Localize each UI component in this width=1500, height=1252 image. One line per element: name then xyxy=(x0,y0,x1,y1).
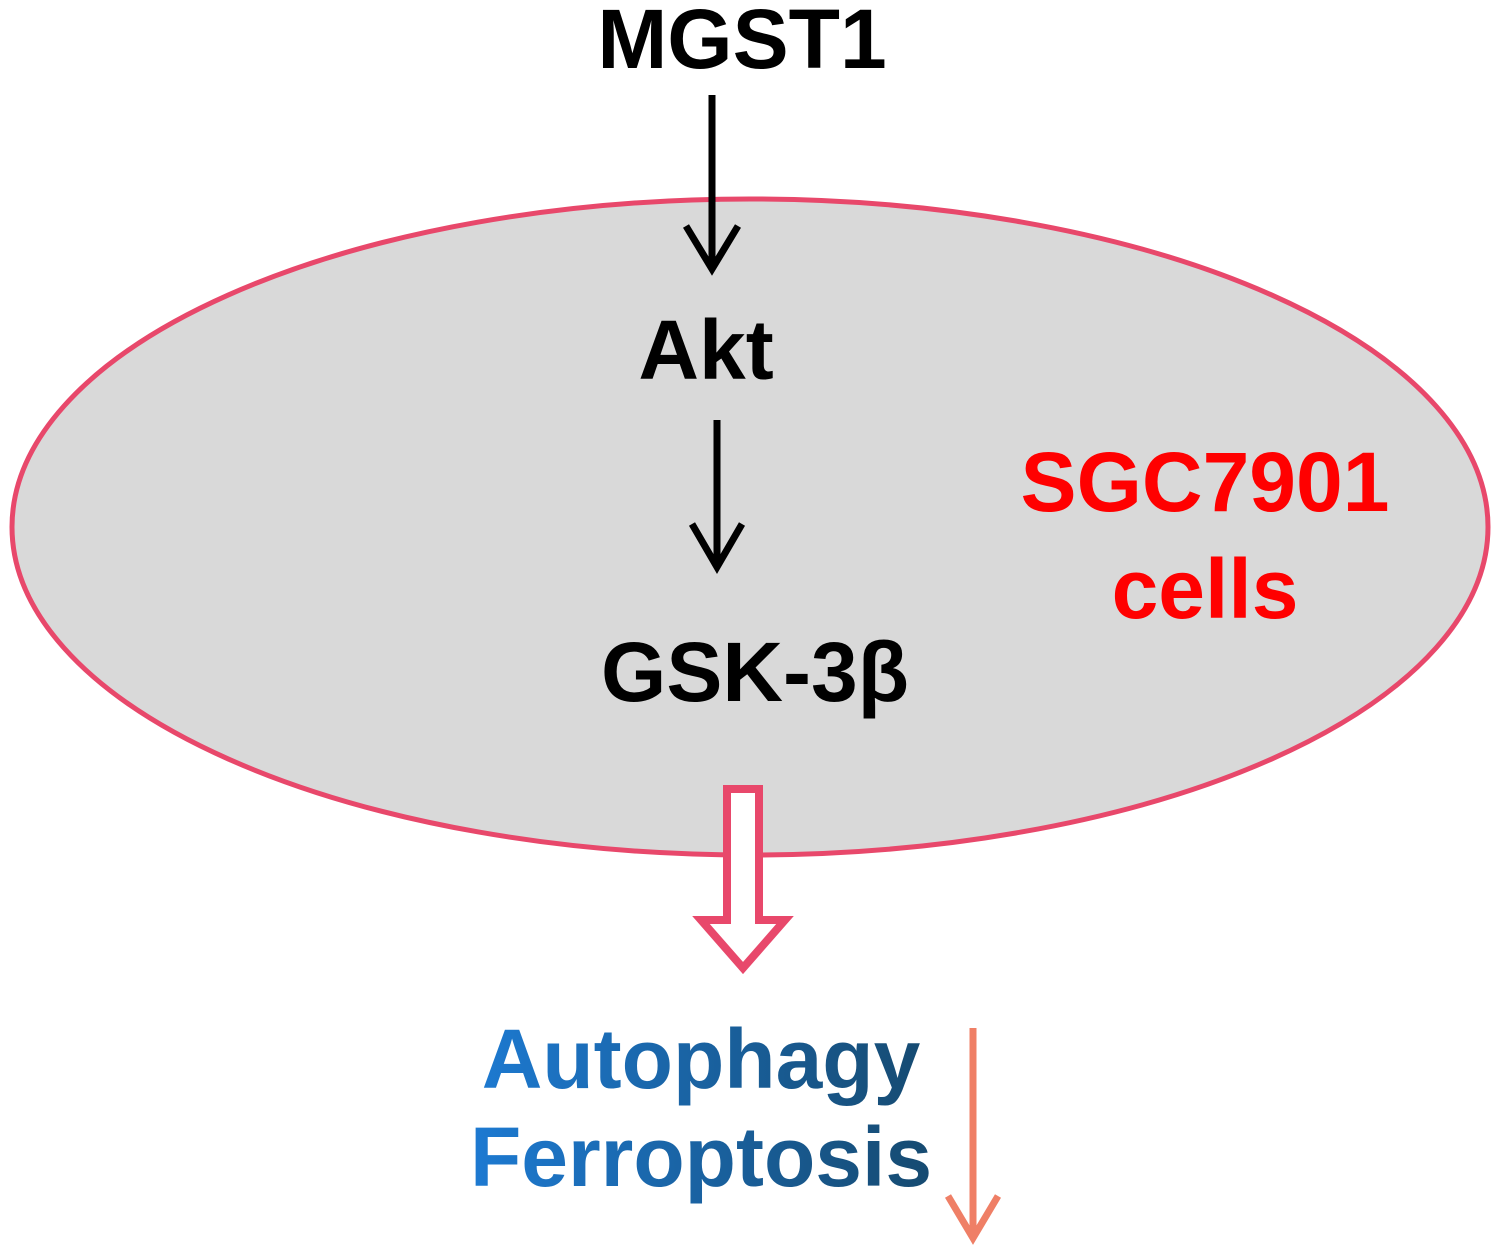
arrow-head xyxy=(944,1194,1002,1245)
block-arrow-gsk3b-to-outcomes-icon xyxy=(692,785,794,975)
outcome-autophagy: Autophagy xyxy=(481,1012,921,1106)
cell-name-label: SGC7901 cells xyxy=(1021,429,1390,643)
node-gsk3b: GSK-3β xyxy=(601,625,909,719)
cell-name-line2: cells xyxy=(1111,542,1299,636)
arrow-head xyxy=(683,224,741,276)
arrow-head xyxy=(688,522,746,574)
arrow-mgst1-to-akt-icon xyxy=(683,95,741,276)
outcomes-label: Autophagy Ferroptosis xyxy=(470,1010,932,1206)
outcomes-down-arrow-icon xyxy=(944,1028,1002,1245)
node-mgst1: MGST1 xyxy=(597,0,887,86)
node-akt: Akt xyxy=(638,303,774,397)
cell-name-line1: SGC7901 xyxy=(1020,435,1390,529)
outcome-ferroptosis: Ferroptosis xyxy=(469,1110,933,1204)
arrow-akt-to-gsk3b-icon xyxy=(688,420,746,574)
